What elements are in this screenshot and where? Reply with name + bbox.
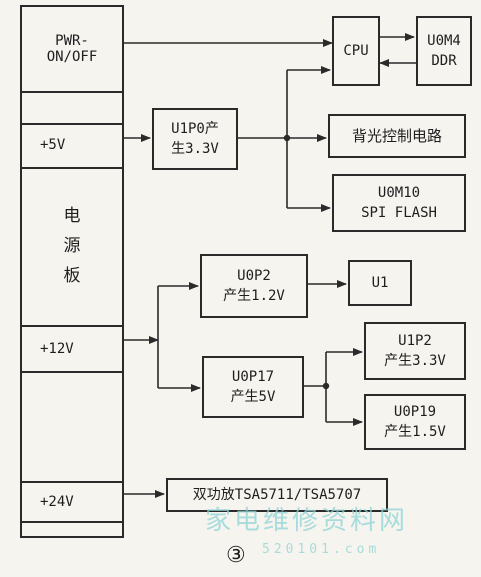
junction-dot (283, 134, 291, 142)
u0p2-block: U0P2 产生1.2V (200, 254, 308, 318)
on-off-label: ON/OFF (46, 49, 98, 65)
ddr-block: U0M4 DDR (416, 16, 472, 86)
v24-label: +24V (40, 494, 74, 510)
backlight-block: 背光控制电路 (328, 114, 466, 158)
pwr-label: PWR- (55, 33, 89, 49)
junction-dot (322, 382, 330, 390)
u1-block: U1 (348, 260, 412, 306)
v5-label: +5V (40, 137, 66, 153)
cpu-block: CPU (332, 16, 380, 86)
psu-spacer (22, 371, 122, 483)
watermark-url: 520101.com (262, 542, 381, 557)
u1p2-block: U1P2 产生3.3V (364, 322, 466, 380)
psu-24v-cell: +24V (22, 483, 122, 523)
psu-5v-cell: +5V (22, 123, 122, 169)
u1p0-block: U1P0产 生3.3V (152, 108, 238, 170)
watermark: 家电维修资料网 (205, 506, 409, 536)
u0p17-block: U0P17 产生5V (202, 356, 304, 418)
spi-flash-block: U0M10 SPI FLASH (332, 174, 466, 232)
amplifier-block: 双功放TSA5711/TSA5707 (166, 478, 388, 512)
psu-spacer (22, 91, 122, 125)
v12-label: +12V (40, 341, 74, 357)
u0p19-block: U0P19 产生1.5V (364, 394, 466, 450)
figure-number: ③ (226, 543, 246, 568)
psu-12v-cell: +12V (22, 325, 122, 373)
power-board-title: 电 源 板 (63, 206, 81, 286)
power-board: PWR- ON/OFF +5V 电 源 板 +12V +24V (20, 5, 124, 538)
pwr-on-off-cell: PWR- ON/OFF (22, 7, 122, 93)
